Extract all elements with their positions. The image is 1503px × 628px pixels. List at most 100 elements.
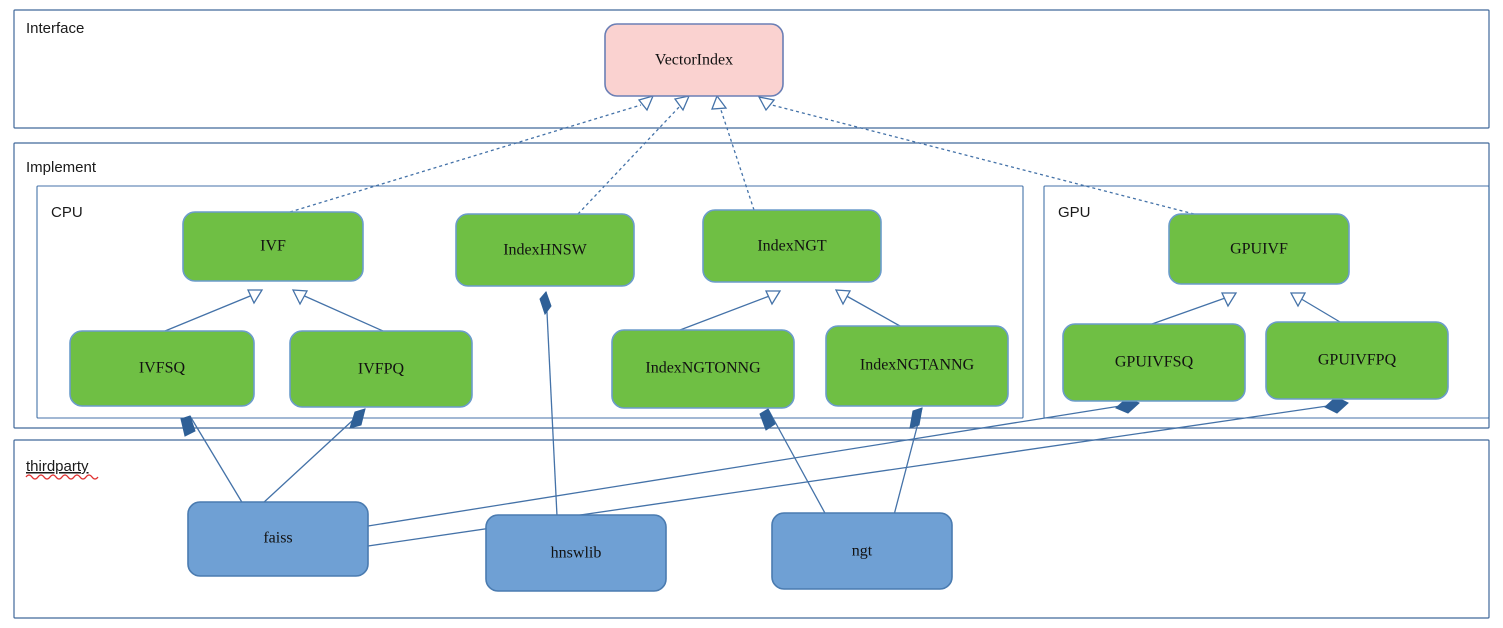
edge-ivfpq-ivf-line xyxy=(299,293,384,332)
filled-diamond-icon xyxy=(539,291,552,316)
filled-diamond-icon xyxy=(349,408,366,429)
edge-ivfsq-ivf-line xyxy=(164,293,256,332)
spellcheck-squiggle-icon xyxy=(25,474,99,480)
filled-diamond-icon xyxy=(909,407,923,429)
group-thirdparty: thirdparty xyxy=(13,439,1490,619)
node-vectorindex[interactable]: VectorIndex xyxy=(604,23,784,97)
edge-indexhnsw-vectorindex-line xyxy=(577,104,682,215)
edge-ngt-indexngtonng xyxy=(759,408,827,516)
edge-faiss-gpuivfsq-line xyxy=(367,402,1140,527)
edge-ivf-vectorindex xyxy=(289,94,655,213)
node-gpuivfsq[interactable]: GPUIVFSQ xyxy=(1062,323,1246,402)
node-indexngtonng-label: IndexNGTONNG xyxy=(645,360,761,377)
node-hnswlib-rect[interactable] xyxy=(485,514,667,592)
node-indexhnsw[interactable]: IndexHNSW xyxy=(455,213,635,287)
filled-diamond-icon xyxy=(180,415,196,437)
hollow-triangle-icon xyxy=(1220,292,1238,308)
node-gpuivfsq-label: GPUIVFSQ xyxy=(1115,354,1194,371)
node-ivfpq[interactable]: IVFPQ xyxy=(289,330,473,408)
edge-faiss-ivfsq-line xyxy=(189,415,244,505)
node-ivf[interactable]: IVF xyxy=(182,211,364,282)
hollow-triangle-icon xyxy=(834,289,852,306)
hollow-triangle-icon xyxy=(1289,292,1307,308)
edge-gpuivf-vectorindex xyxy=(757,96,1195,215)
hollow-triangle-icon xyxy=(246,289,264,305)
node-vectorindex-label: VectorIndex xyxy=(655,52,733,69)
hollow-triangle-icon xyxy=(764,290,782,306)
hollow-triangle-icon xyxy=(673,95,691,112)
node-gpuivfpq[interactable]: GPUIVFPQ xyxy=(1265,321,1449,400)
node-faiss-rect[interactable] xyxy=(187,501,369,577)
hollow-triangle-icon xyxy=(711,94,728,110)
node-indexngtanng[interactable]: IndexNGTANNG xyxy=(825,325,1009,407)
node-vectorindex-rect[interactable] xyxy=(604,23,784,97)
group-interface-label: Interface xyxy=(26,20,84,37)
edge-indexngtonng-indexngt xyxy=(679,290,782,331)
hollow-triangle-icon xyxy=(757,96,776,112)
edge-gpuivfsq-gpuivf-line xyxy=(1151,296,1229,325)
node-indexhnsw-label: IndexHNSW xyxy=(503,242,587,259)
group-cpu: CPU xyxy=(36,185,1024,419)
group-cpu-rect xyxy=(36,185,1024,419)
edge-faiss-ivfsq xyxy=(180,415,244,505)
group-gpu-rect xyxy=(1043,185,1490,419)
node-ngt[interactable]: ngt xyxy=(771,512,953,590)
edge-indexngtonng-indexngt-line xyxy=(679,294,773,331)
edge-gpuivfsq-gpuivf xyxy=(1151,292,1238,325)
edge-ivfsq-ivf xyxy=(164,289,264,332)
node-gpuivf[interactable]: GPUIVF xyxy=(1168,213,1350,285)
edge-ivfpq-ivf xyxy=(291,289,384,332)
group-gpu-label: GPU xyxy=(1058,204,1091,221)
node-gpuivfpq-rect[interactable] xyxy=(1265,321,1449,400)
node-ivfpq-rect[interactable] xyxy=(289,330,473,408)
node-ivfpq-label: IVFPQ xyxy=(358,361,405,378)
node-ivfsq[interactable]: IVFSQ xyxy=(69,330,255,407)
hollow-triangle-icon xyxy=(637,94,655,112)
edge-ngt-indexngtanng xyxy=(893,407,923,516)
node-indexngtanng-label: IndexNGTANNG xyxy=(860,357,975,374)
node-indexngtonng-rect[interactable] xyxy=(611,329,795,409)
node-hnswlib-label: hnswlib xyxy=(551,545,602,562)
node-ngt-label: ngt xyxy=(852,543,873,560)
node-indexhnsw-rect[interactable] xyxy=(455,213,635,287)
node-gpuivfpq-label: GPUIVFPQ xyxy=(1318,352,1397,369)
node-indexngtanng-rect[interactable] xyxy=(825,325,1009,407)
node-gpuivfsq-rect[interactable] xyxy=(1062,323,1246,402)
hollow-triangle-icon xyxy=(291,289,309,306)
group-gpu: GPU xyxy=(1043,185,1490,419)
group-implement-label: Implement xyxy=(26,159,97,176)
edge-faiss-ivfpq xyxy=(261,408,366,505)
group-cpu-label: CPU xyxy=(51,204,83,221)
edge-ivf-vectorindex-line xyxy=(289,104,642,213)
node-indexngt[interactable]: IndexNGT xyxy=(702,209,882,283)
edge-ngt-indexngtonng-line xyxy=(767,408,827,516)
node-indexngtonng[interactable]: IndexNGTONNG xyxy=(611,329,795,409)
edge-hnswlib-indexhnsw-line xyxy=(545,291,558,517)
node-faiss[interactable]: faiss xyxy=(187,501,369,577)
node-indexngt-label: IndexNGT xyxy=(757,238,827,255)
node-ivf-rect[interactable] xyxy=(182,211,364,282)
edge-indexngtanng-indexngt-line xyxy=(842,293,901,327)
node-gpuivf-label: GPUIVF xyxy=(1230,241,1288,258)
edge-gpuivfpq-gpuivf-line xyxy=(1297,296,1341,323)
edge-gpuivfpq-gpuivf xyxy=(1289,292,1341,323)
filled-diamond-icon xyxy=(759,408,776,431)
group-thirdparty-label: thirdparty xyxy=(26,458,89,475)
edge-faiss-ivfpq-line xyxy=(261,408,366,505)
edge-indexngt-vectorindex-line xyxy=(719,106,755,211)
node-hnswlib[interactable]: hnswlib xyxy=(485,514,667,592)
edge-indexngtanng-indexngt xyxy=(834,289,901,327)
node-ngt-rect[interactable] xyxy=(771,512,953,590)
group-thirdparty-rect xyxy=(13,439,1490,619)
edge-indexngt-vectorindex xyxy=(711,94,755,211)
node-ivfsq-label: IVFSQ xyxy=(139,360,186,377)
edge-indexhnsw-vectorindex xyxy=(577,95,691,215)
node-faiss-label: faiss xyxy=(263,530,292,547)
node-ivfsq-rect[interactable] xyxy=(69,330,255,407)
edge-hnswlib-indexhnsw xyxy=(539,291,558,517)
node-gpuivf-rect[interactable] xyxy=(1168,213,1350,285)
node-indexngt-rect[interactable] xyxy=(702,209,882,283)
edge-gpuivf-vectorindex-line xyxy=(771,104,1195,215)
